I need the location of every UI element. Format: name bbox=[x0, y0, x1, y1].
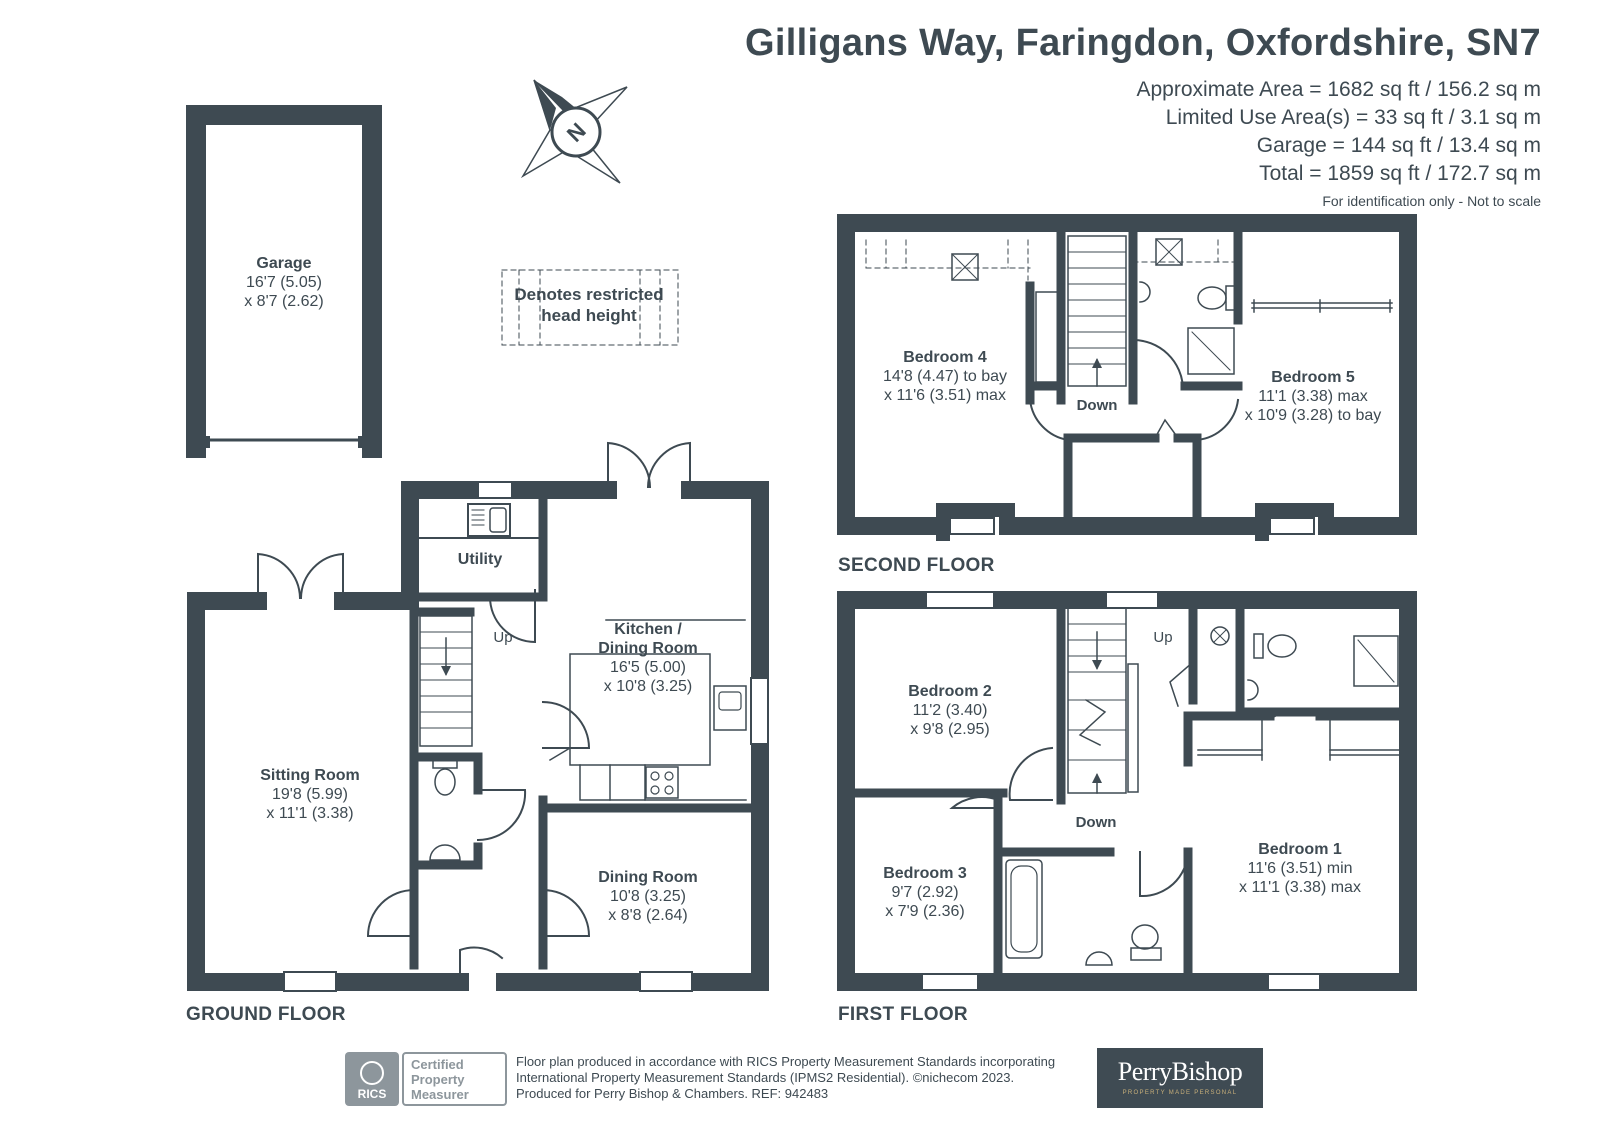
room-bedroom-5: Bedroom 5 11'1 (3.38) max x 10'9 (3.28) … bbox=[1228, 368, 1398, 425]
room-name: Bedroom 2 bbox=[908, 683, 992, 700]
room-bedroom-3: Bedroom 3 9'7 (2.92) x 7'9 (2.36) bbox=[855, 864, 995, 921]
room-dimension: 10'8 (3.25) bbox=[610, 888, 686, 905]
room-name: Sitting Room bbox=[260, 767, 360, 784]
room-bedroom-2: Bedroom 2 11'2 (3.40) x 9'8 (2.95) bbox=[870, 682, 1030, 739]
footer-line: Floor plan produced in accordance with R… bbox=[516, 1054, 1056, 1069]
room-dining: Dining Room 10'8 (3.25) x 8'8 (2.64) bbox=[568, 868, 728, 925]
room-dimension: 11'1 (3.38) max bbox=[1258, 388, 1368, 405]
room-dimension: 9'7 (2.92) bbox=[891, 884, 959, 901]
disclaimer: For identification only - Not to scale bbox=[1322, 193, 1541, 209]
rics-cert-line3: Measurer bbox=[411, 1087, 469, 1102]
limited-use-area: Limited Use Area(s) = 33 sq ft / 3.1 sq … bbox=[1165, 106, 1541, 129]
footer-line: International Property Measurement Stand… bbox=[516, 1070, 1015, 1085]
room-bedroom-4: Bedroom 4 14'8 (4.47) to bay x 11'6 (3.5… bbox=[860, 348, 1030, 405]
room-name: Bedroom 1 bbox=[1258, 841, 1342, 858]
room-dimension: x 7'9 (2.36) bbox=[885, 903, 965, 920]
room-dimension: 19'8 (5.99) bbox=[272, 786, 348, 803]
footer-line: Produced for Perry Bishop & Chambers. RE… bbox=[516, 1086, 829, 1101]
stairs-up-label: Up bbox=[493, 629, 513, 646]
stairs-down-label-second: Down bbox=[1076, 397, 1118, 414]
room-dimension: 14'8 (4.47) to bay bbox=[882, 368, 1008, 385]
room-dimension: x 11'1 (3.38) max bbox=[1239, 879, 1361, 896]
room-bedroom-1: Bedroom 1 11'6 (3.51) min x 11'1 (3.38) … bbox=[1215, 840, 1385, 897]
room-dimension: x 11'1 (3.38) bbox=[266, 805, 354, 822]
floor-label-second: SECOND FLOOR bbox=[838, 555, 995, 576]
room-dimension: x 10'9 (3.28) to bay bbox=[1244, 407, 1382, 424]
room-name: Garage bbox=[256, 255, 312, 272]
room-dimension: 16'7 (5.05) bbox=[246, 274, 322, 291]
room-dimension: x 8'8 (2.64) bbox=[608, 907, 688, 924]
room-name: Dining Room bbox=[598, 640, 698, 657]
room-dimension: x 8'7 (2.62) bbox=[244, 293, 324, 310]
rics-cert-line2: Property bbox=[411, 1072, 465, 1087]
rics-cert-line1: Certified bbox=[411, 1057, 464, 1072]
total-area: Total = 1859 sq ft / 172.7 sq m bbox=[1259, 162, 1541, 185]
rics-certified-badge: RICS Certified Property Measurer bbox=[345, 1052, 507, 1106]
approximate-area: Approximate Area = 1682 sq ft / 156.2 sq… bbox=[1136, 78, 1542, 101]
floor-label-first: FIRST FLOOR bbox=[838, 1004, 968, 1025]
room-garage: Garage 16'7 (5.05) x 8'7 (2.62) bbox=[196, 254, 372, 311]
brand-tagline: PROPERTY MADE PERSONAL bbox=[1122, 1090, 1238, 1096]
room-name: Utility bbox=[457, 551, 503, 568]
room-dimension: x 10'8 (3.25) bbox=[603, 678, 693, 695]
room-name: Bedroom 4 bbox=[903, 349, 987, 366]
room-name: Bedroom 3 bbox=[883, 865, 967, 882]
room-dimension: 16'5 (5.00) bbox=[610, 659, 686, 676]
compass-icon: N bbox=[520, 79, 628, 184]
stairs-down-label-first: Down bbox=[1075, 814, 1117, 831]
perry-bishop-logo: PerryBishop PROPERTY MADE PERSONAL bbox=[1097, 1048, 1263, 1108]
room-dimension: 11'6 (3.51) min bbox=[1247, 860, 1353, 877]
stairs-up-label-first: Up bbox=[1153, 629, 1173, 646]
property-address: Gilligans Way, Faringdon, Oxfordshire, S… bbox=[745, 22, 1541, 64]
floor-label-ground: GROUND FLOOR bbox=[186, 1004, 346, 1025]
room-kitchen-dining: Kitchen / Dining Room 16'5 (5.00) x 10'8… bbox=[568, 620, 728, 696]
room-name: Bedroom 5 bbox=[1271, 369, 1355, 386]
garage-area: Garage = 144 sq ft / 13.4 sq m bbox=[1256, 134, 1541, 157]
footer-notes: Floor plan produced in accordance with R… bbox=[516, 1054, 1055, 1102]
room-sitting: Sitting Room 19'8 (5.99) x 11'1 (3.38) bbox=[230, 766, 390, 823]
room-dimension: x 11'6 (3.51) max bbox=[884, 387, 1006, 404]
room-name: Kitchen / bbox=[614, 621, 682, 638]
brand-name: PerryBishop bbox=[1117, 1057, 1243, 1086]
room-dimension: 11'2 (3.40) bbox=[912, 702, 988, 719]
room-dimension: x 9'8 (2.95) bbox=[910, 721, 990, 738]
room-utility: Utility bbox=[445, 550, 515, 569]
room-name: Dining Room bbox=[598, 869, 698, 886]
rics-badge-text: RICS bbox=[358, 1087, 387, 1101]
restricted-height-legend: Denotes restricted head height bbox=[514, 285, 664, 325]
